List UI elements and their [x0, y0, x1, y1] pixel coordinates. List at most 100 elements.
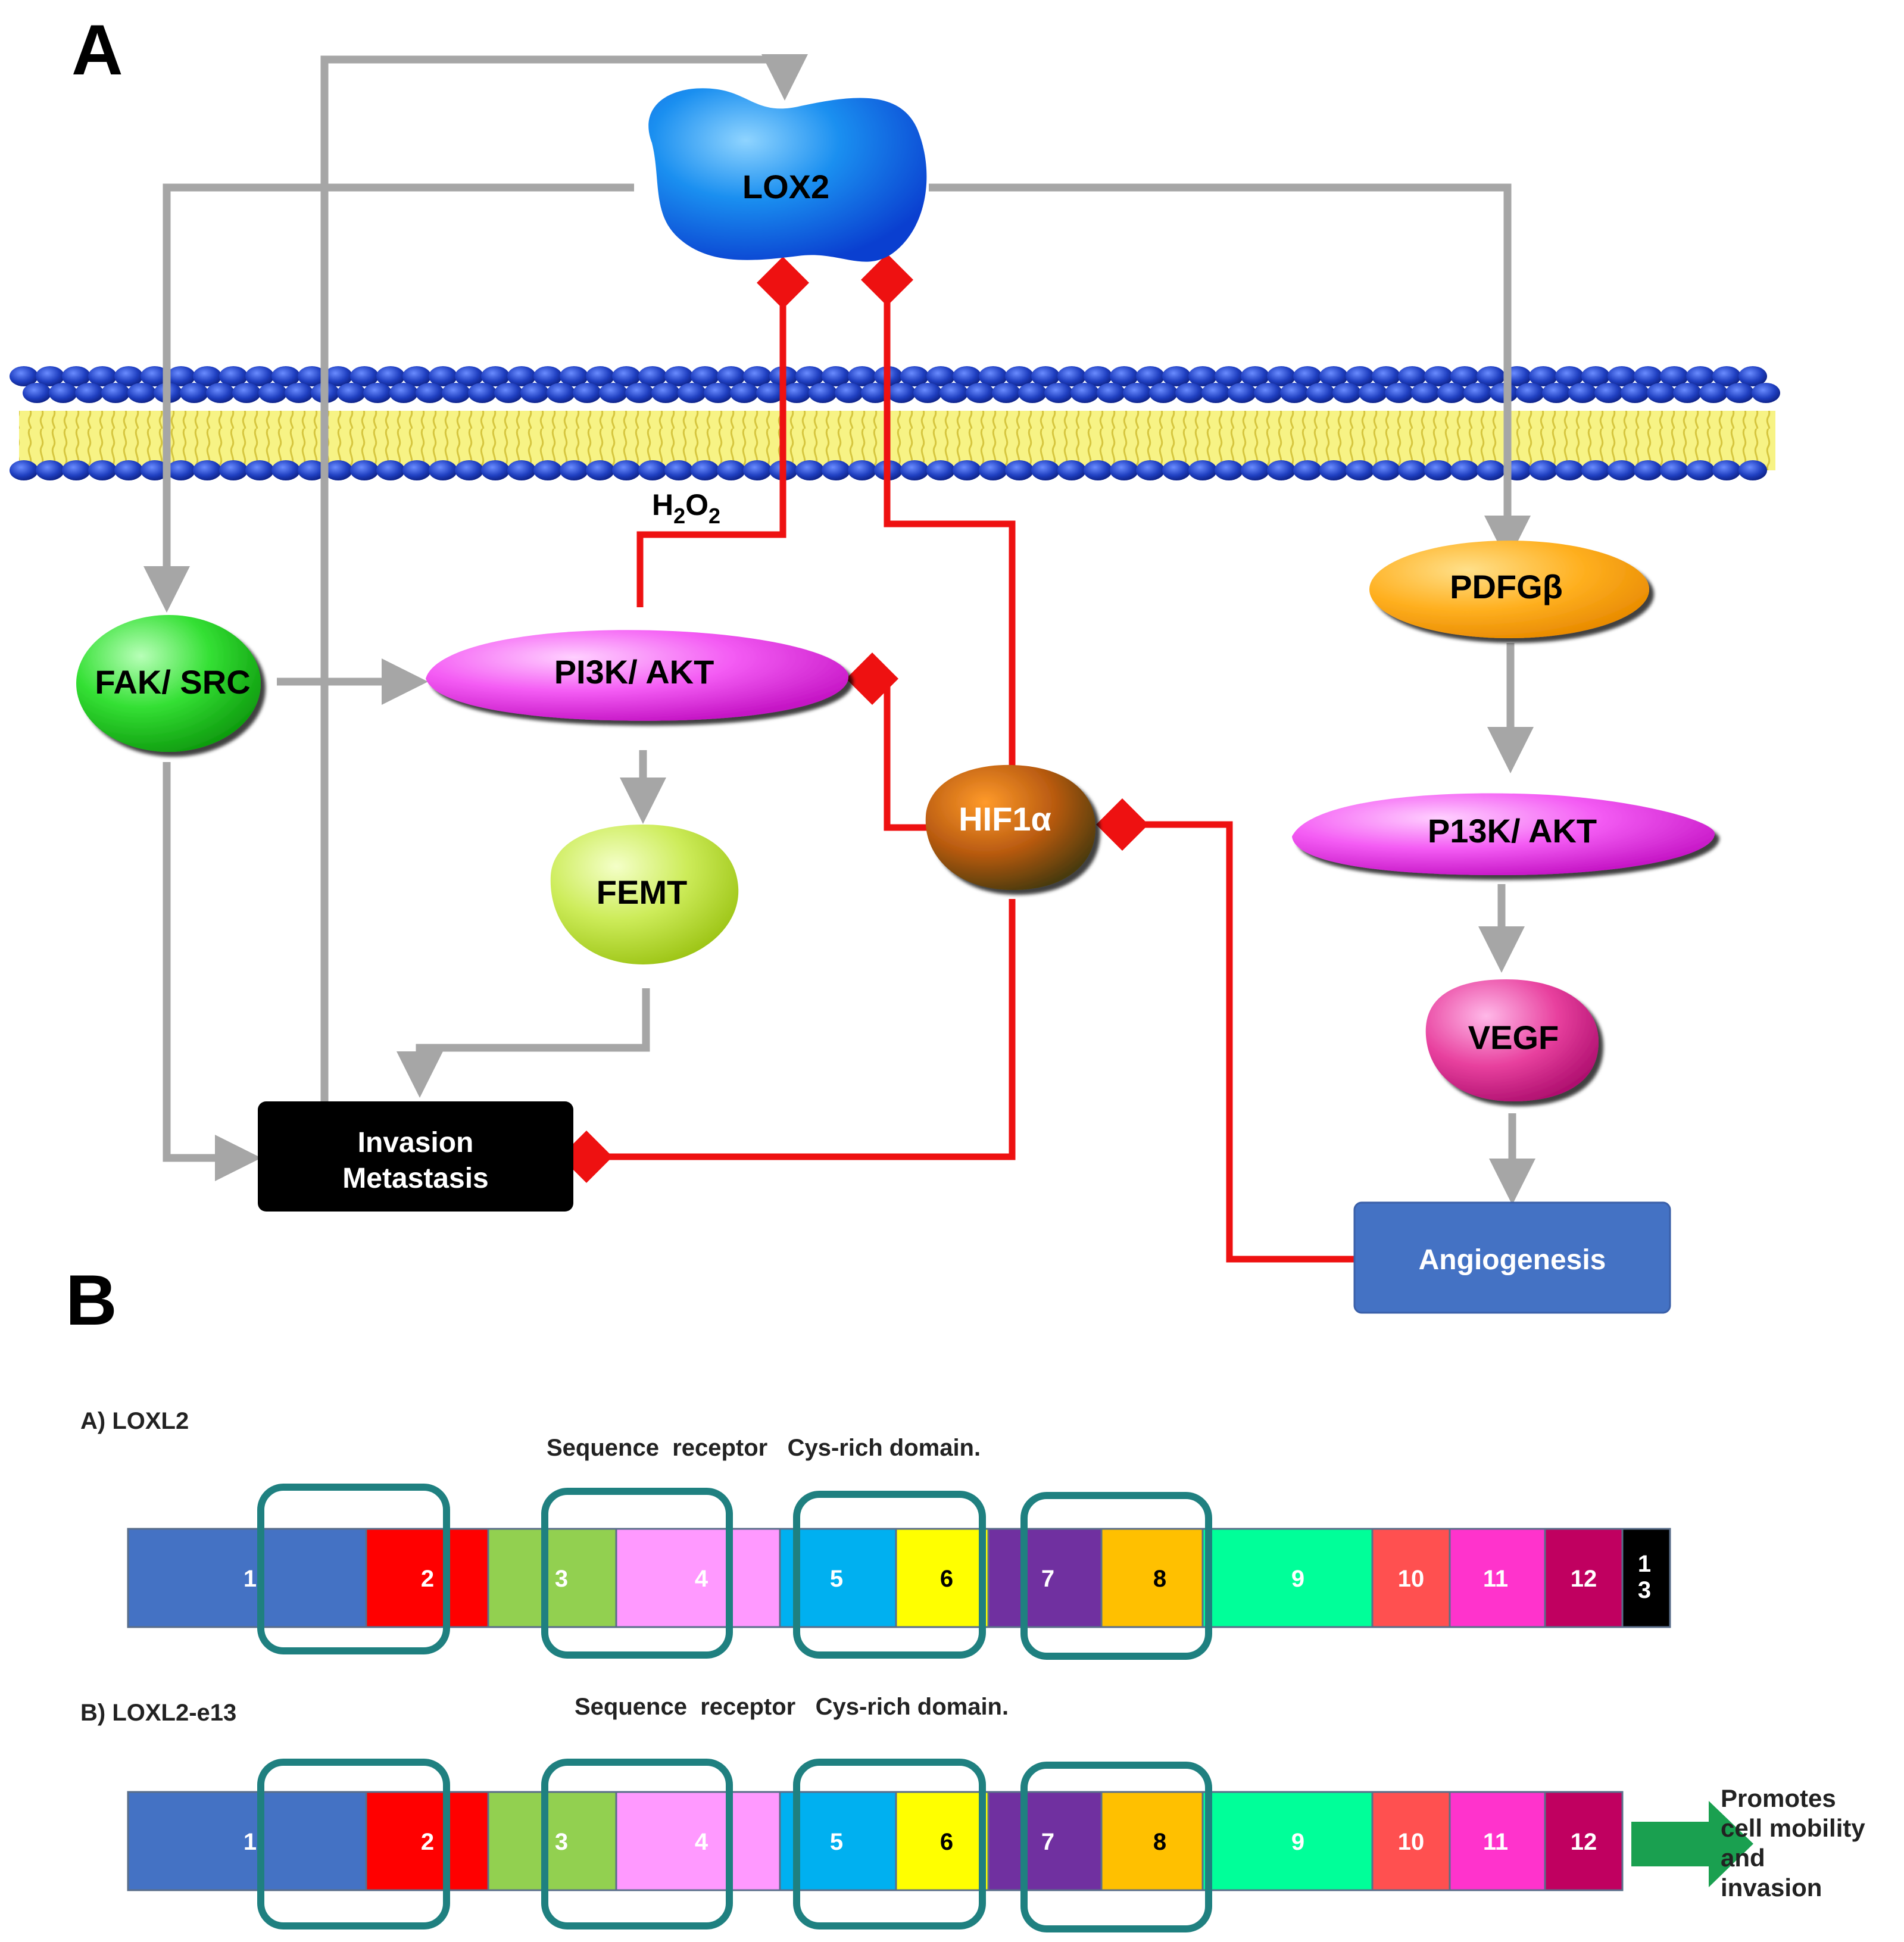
arrow-invasion-to-lox2	[320, 54, 808, 1101]
arrow-fak-src-to-invasion	[163, 762, 261, 1181]
phospholipid-head	[481, 460, 510, 480]
exon-segment	[1449, 1528, 1546, 1628]
arrow-femt-to-invasion	[397, 988, 650, 1098]
phospholipid-head	[861, 383, 889, 403]
phospholipid-head	[756, 383, 785, 403]
phospholipid-head	[1424, 366, 1453, 386]
phospholipid-head	[848, 460, 876, 480]
exon-label: 8	[1153, 1829, 1166, 1855]
phospholipid-head	[1188, 366, 1217, 386]
metastasis-label: Metastasis	[342, 1163, 488, 1194]
exon-segment	[1371, 1791, 1451, 1891]
phospholipid-head	[1752, 383, 1780, 403]
phospholipid-head	[651, 383, 680, 403]
phospholipid-head	[1084, 366, 1112, 386]
phospholipid-head	[547, 383, 575, 403]
fak-src-label: FAK/ SRC	[95, 663, 250, 701]
phospholipid-head	[389, 383, 418, 403]
phospholipid-head	[1477, 366, 1505, 386]
p13k-akt-label: P13K/ AKT	[1428, 812, 1597, 850]
phospholipid-head	[1529, 460, 1557, 480]
bracket-a-2	[541, 1488, 733, 1659]
row-a-label: A) LOXL2	[80, 1408, 189, 1434]
phospholipid-head	[36, 460, 64, 480]
exon-segment	[365, 1791, 489, 1891]
panel-b-letter: B	[65, 1260, 117, 1340]
phospholipid-head	[1215, 366, 1243, 386]
exon-label: 5	[830, 1829, 843, 1855]
phospholipid-head	[429, 366, 457, 386]
phospholipid-head	[1568, 383, 1597, 403]
phospholipid-head	[481, 366, 510, 386]
phospholipid-head	[1293, 366, 1322, 386]
phospholipid-head	[966, 383, 994, 403]
phospholipid-head	[586, 366, 614, 386]
invasion-label: Invasion	[358, 1127, 474, 1159]
phospholipid-head	[468, 383, 497, 403]
phospholipid-head	[1424, 460, 1453, 480]
node-invasion-metastasis: Invasion Metastasis	[258, 1101, 573, 1212]
phospholipid-head	[1437, 383, 1466, 403]
phospholipid-head	[416, 383, 444, 403]
exon-label: 9	[1291, 1829, 1304, 1855]
phospholipid-head	[1608, 460, 1636, 480]
phospholipid-head	[1228, 383, 1256, 403]
phospholipid-head	[1346, 366, 1374, 386]
exon-label: 10	[1398, 1829, 1425, 1855]
phospholipid-head	[271, 460, 300, 480]
exon-segment	[487, 1791, 617, 1891]
phospholipid-head	[1463, 383, 1492, 403]
inhibit-pi3k-to-lox2	[636, 257, 809, 607]
phospholipid-head	[835, 383, 863, 403]
phospholipid-head	[717, 366, 745, 386]
phospholipid-head	[507, 460, 536, 480]
exon-label: 3	[555, 1829, 568, 1855]
phospholipid-head	[1686, 460, 1715, 480]
exon-label: 7	[1041, 1829, 1054, 1855]
phospholipid-head	[36, 366, 64, 386]
phospholipid-head	[599, 383, 628, 403]
phospholipid-head	[1450, 460, 1479, 480]
phospholipid-head	[1634, 366, 1662, 386]
phospholipid-head	[1516, 383, 1544, 403]
phospholipid-head	[743, 366, 772, 386]
phospholipid-head	[1529, 366, 1557, 386]
phospholipid-head	[88, 366, 117, 386]
exon-segment	[1621, 1528, 1671, 1628]
inhibit-hif1a-to-invasion	[560, 899, 1016, 1183]
phospholipid-head	[1608, 366, 1636, 386]
phospholipid-head	[926, 366, 955, 386]
phospholipid-head	[782, 383, 811, 403]
exon-label: 1	[244, 1566, 257, 1592]
node-lox2: LOX2	[648, 88, 927, 262]
phospholipid-head	[1110, 460, 1138, 480]
phospholipid-head	[363, 383, 392, 403]
phospholipid-head	[939, 383, 968, 403]
bracket-b-1	[257, 1759, 450, 1929]
phospholipid-head	[638, 366, 667, 386]
phospholipid-head	[10, 460, 38, 480]
pdfgb-label: PDFGβ	[1450, 568, 1563, 605]
phospholipid-head	[10, 366, 38, 386]
phospholipid-head	[350, 460, 379, 480]
phospholipid-head	[1332, 383, 1361, 403]
phospholipid-head	[1385, 383, 1413, 403]
phospholipid-head	[494, 383, 523, 403]
exon-segment	[127, 1528, 367, 1628]
lox2-label: LOX2	[742, 168, 829, 205]
phospholipid-head	[900, 366, 929, 386]
phospholipid-head	[1267, 460, 1296, 480]
exon-segment	[1201, 1791, 1374, 1891]
angiogenesis-label: Angiogenesis	[1419, 1244, 1606, 1276]
exon-label: 3	[555, 1566, 568, 1592]
phospholipid-head	[1542, 383, 1571, 403]
phospholipid-head	[664, 366, 693, 386]
domain-brackets	[257, 1484, 1212, 1932]
exon-label: 4	[695, 1829, 708, 1855]
phospholipid-head	[953, 366, 981, 386]
phospholipid-head	[62, 366, 90, 386]
exon-label: 11	[1483, 1566, 1508, 1592]
exon-label: 2	[421, 1566, 434, 1592]
